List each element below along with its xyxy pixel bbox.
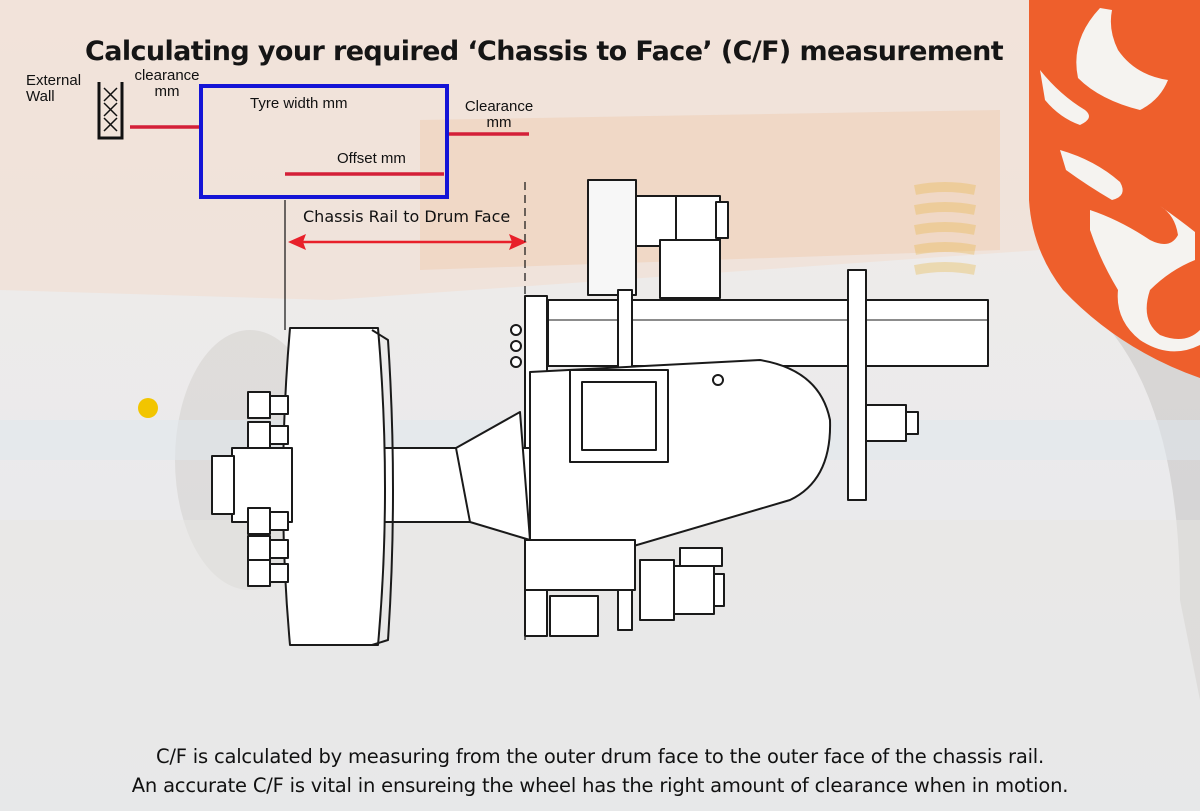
tyre-box bbox=[199, 84, 449, 199]
wall-hatch-icon bbox=[97, 82, 124, 140]
external-wall-label: External Wall bbox=[26, 72, 82, 105]
chassis-rail-to-drum-face-label: Chassis Rail to Drum Face bbox=[303, 207, 511, 226]
page-title: Calculating your required ‘Chassis to Fa… bbox=[85, 36, 1004, 67]
marker-dot-icon bbox=[138, 398, 158, 418]
caption-line-1: C/F is calculated by measuring from the … bbox=[155, 745, 1045, 768]
clearance-right-label: Clearance mm bbox=[464, 98, 534, 131]
dimension-arrow bbox=[288, 234, 527, 250]
offset-label: Offset mm bbox=[337, 150, 406, 167]
clearance-left-label: clearance mm bbox=[134, 67, 200, 100]
buck-logo-icon bbox=[1029, 0, 1200, 378]
caption-line-2: An accurate C/F is vital in ensureing th… bbox=[131, 774, 1069, 797]
tyre-width-label: Tyre width mm bbox=[250, 95, 348, 112]
